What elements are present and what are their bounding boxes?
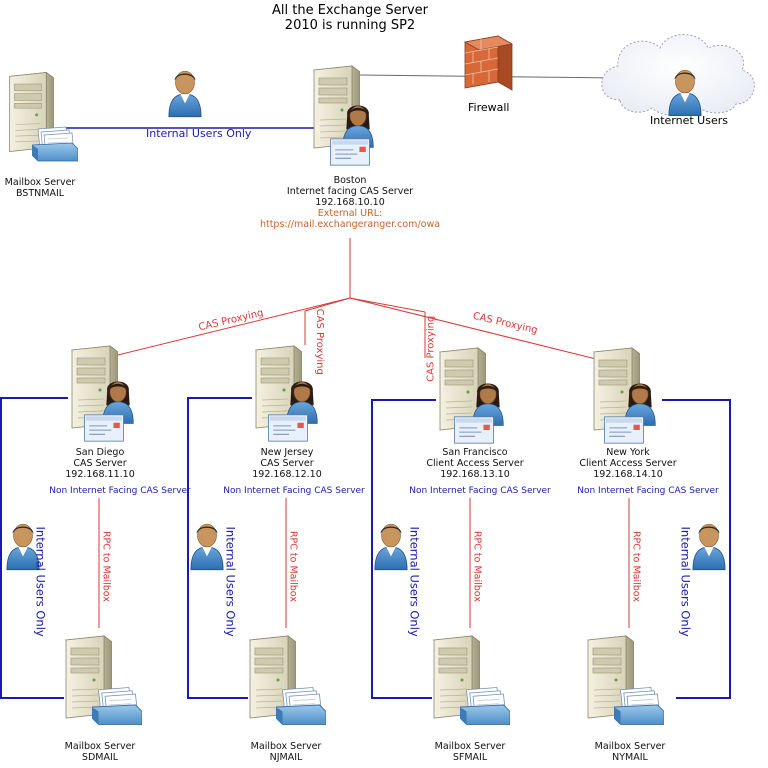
sanfrancisco-ip: 192.168.13.10 [440, 468, 510, 480]
sdmail-name: SDMAIL [81, 751, 119, 763]
sfmail-name: SFMAIL [452, 751, 488, 763]
sanfrancisco-role: Client Access Server [426, 457, 524, 469]
newjersey-role: CAS Server [260, 457, 314, 469]
firewall-label: Firewall [468, 101, 510, 114]
sanfrancisco-internal-users-label: Internal Users Only [407, 526, 422, 637]
sandiego-ip: 192.168.11.10 [65, 468, 135, 480]
cas-proxying-label-newjersey: CAS Proxying [313, 308, 325, 375]
sanfrancisco-mail-icon [454, 416, 494, 444]
newyork-city: New York [606, 447, 650, 458]
nymail-role: Mailbox Server [594, 741, 666, 752]
newjersey-label: New Jersey CAS Server 192.168.12.10 [227, 447, 347, 481]
internal-loop-sandiego [0, 397, 68, 699]
sfmail-label: Mailbox Server SFMAIL [420, 741, 520, 764]
boston-external-url: https://mail.exchangeranger.com/owa [259, 218, 441, 230]
boston-mail-icon [330, 138, 370, 166]
sanfrancisco-label: San Francisco Client Access Server 192.1… [415, 447, 535, 481]
sdmail-role: Mailbox Server [64, 741, 136, 752]
proxy-link-sanfrancisco-a [349, 297, 426, 313]
internal-users-only-top-label: Internal Users Only [146, 127, 252, 140]
newyork-note: Non Internet Facing CAS Server [577, 486, 719, 496]
proxy-link-sandiego [117, 297, 351, 356]
njmail-label: Mailbox Server NJMAIL [236, 741, 336, 764]
diagram-title: All the Exchange Server 2010 is running … [250, 3, 450, 34]
njmail-name: NJMAIL [269, 751, 303, 763]
sandiego-rpc-label: RPC to Mailbox [100, 530, 112, 602]
newjersey-rpc-label: RPC to Mailbox [287, 530, 299, 602]
sandiego-role: CAS Server [73, 457, 127, 469]
sfmail-role: Mailbox Server [434, 741, 506, 752]
newjersey-internal-users-label: Internal Users Only [223, 526, 238, 637]
sandiego-note: Non Internet Facing CAS Server [49, 486, 191, 496]
newjersey-city: New Jersey [260, 447, 314, 458]
newyork-internal-users-label: Internal Users Only [678, 526, 693, 637]
sanfrancisco-user-icon [374, 523, 408, 571]
proxy-link-newjersey-a [304, 297, 351, 312]
newyork-rpc-label: RPC to Mailbox [630, 530, 642, 602]
sdmail-label: Mailbox Server SDMAIL [50, 741, 150, 764]
newjersey-ip: 192.168.12.10 [252, 468, 322, 480]
firewall-icon [463, 35, 514, 91]
sandiego-mail-icon [84, 414, 124, 442]
newyork-user-icon [692, 523, 726, 571]
boston-role: Internet facing CAS Server [286, 185, 414, 197]
boston-name: Boston [333, 175, 367, 186]
internal-loop-sanfrancisco [371, 399, 436, 699]
newyork-ip: 192.168.14.10 [593, 468, 663, 480]
internal-user-top-icon [168, 70, 202, 118]
internet-users-label: Internet Users [650, 114, 728, 127]
internal-loop-newjersey [187, 397, 252, 699]
newjersey-user-icon [190, 523, 224, 571]
nymail-label: Mailbox Server NYMAIL [580, 741, 680, 764]
nymail-name: NYMAIL [612, 751, 648, 763]
bstnmail-role: Mailbox Server [4, 177, 76, 188]
title-line-2: 2010 is running SP2 [284, 17, 416, 33]
sanfrancisco-note: Non Internet Facing CAS Server [409, 486, 551, 496]
internal-loop-newyork [662, 399, 731, 699]
bstnmail-name: BSTNMAIL [15, 187, 65, 199]
sandiego-internal-users-label: Internal Users Only [33, 526, 48, 637]
njmail-role: Mailbox Server [250, 741, 322, 752]
newyork-label: New York Client Access Server 192.168.14… [568, 447, 688, 481]
newjersey-mail-icon [268, 414, 308, 442]
boston-ip: 192.168.10.10 [315, 196, 385, 208]
boston-label: Boston Internet facing CAS Server 192.16… [250, 175, 450, 231]
sandiego-city: San Diego [75, 447, 125, 458]
boston-external-label: External URL: [317, 207, 383, 219]
cas-proxying-label-sanfrancisco: CAS Proxying [425, 315, 437, 382]
title-line-1: All the Exchange Server [272, 3, 428, 18]
bstnmail-label: Mailbox Server BSTNMAIL [0, 177, 80, 200]
proxy-link-newyork [349, 297, 601, 361]
newyork-role: Client Access Server [579, 457, 677, 469]
newjersey-note: Non Internet Facing CAS Server [223, 486, 365, 496]
sanfrancisco-rpc-label: RPC to Mailbox [471, 530, 483, 602]
sanfrancisco-city: San Francisco [442, 447, 508, 458]
newyork-mail-icon [604, 416, 644, 444]
sandiego-label: San Diego CAS Server 192.168.11.10 [40, 447, 160, 481]
